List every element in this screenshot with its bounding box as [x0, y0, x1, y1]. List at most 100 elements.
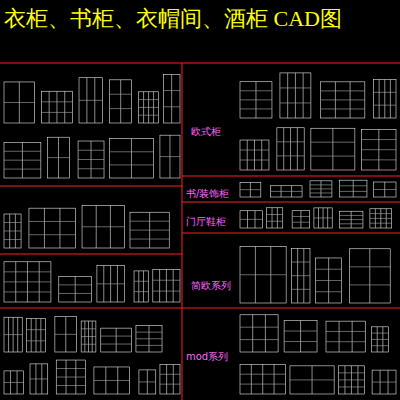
- label-holder: 简欧系列: [190, 275, 232, 293]
- cabinet-shelf: [139, 381, 156, 382]
- cabinet-shelf: [163, 106, 180, 107]
- cabinet-divider: [36, 319, 37, 352]
- cabinet-shelf: [109, 164, 153, 165]
- sheet-title: 衣柜、书柜、衣帽间、酒柜 CAD图: [4, 4, 342, 34]
- cabinet-shelf: [291, 275, 310, 276]
- cabinet-shelf: [374, 92, 396, 93]
- cabinet-drawings: [4, 73, 396, 394]
- cabinet-divider: [131, 139, 132, 178]
- cabinet-divider: [143, 271, 144, 302]
- cabinet-shelf: [130, 239, 169, 240]
- cabinet-shelf: [55, 334, 77, 335]
- cabinet-outline: [240, 82, 272, 118]
- section-label: 门厅鞋柜: [185, 216, 227, 227]
- cabinet-outline: [314, 208, 332, 228]
- cabinet-outline: [94, 367, 130, 394]
- cabinet-shelf: [78, 150, 104, 151]
- cabinet-shelf: [240, 108, 272, 109]
- cabinet-shelf: [130, 230, 169, 231]
- cabinet-shelf: [240, 99, 272, 100]
- label-holder: 门厅鞋柜: [185, 211, 227, 229]
- cabinet-divider: [353, 180, 354, 197]
- cabinet-shelf: [339, 223, 362, 224]
- cabinet-shelf: [81, 328, 96, 329]
- cabinet-shelf: [310, 188, 332, 189]
- section-label: 简欧系列: [190, 280, 232, 291]
- cabinet-shelf: [277, 155, 304, 156]
- cabinet-shelf: [134, 281, 148, 282]
- cabinet-shelf: [240, 274, 286, 275]
- cabinet-divider: [173, 269, 174, 302]
- cabinet-outline: [4, 142, 41, 178]
- cabinet-divider: [300, 211, 301, 228]
- cabinet-shelf: [240, 327, 278, 328]
- cabinet-shelf: [78, 159, 104, 160]
- cabinet-outline: [240, 140, 269, 170]
- cabinet-outline: [271, 186, 302, 197]
- cabinet-shelf: [136, 332, 162, 333]
- cabinet-shelf: [310, 192, 332, 193]
- cabinet-outline: [41, 91, 72, 123]
- cabinet-outline: [153, 269, 180, 302]
- cabinet-outline: [59, 276, 92, 302]
- cabinet-shelf: [110, 108, 132, 109]
- cabinet-shelf: [338, 386, 364, 387]
- cabinet-divider: [31, 319, 32, 352]
- cabinet-shelf: [280, 102, 311, 103]
- cabinet-shelf: [4, 291, 51, 292]
- cabinet-shelf: [240, 339, 278, 340]
- cabinet-outline: [78, 141, 104, 178]
- cabinet-shelf: [271, 191, 302, 192]
- grid-lines: [0, 63, 400, 400]
- cabinet-shelf: [4, 151, 41, 152]
- cabinet-outline: [292, 211, 310, 228]
- cabinet-shelf: [56, 385, 85, 386]
- cabinet-divider: [44, 208, 45, 248]
- cabinet-outline: [240, 182, 261, 197]
- cabinet-outline: [326, 321, 365, 352]
- cabinet-divider: [297, 128, 298, 170]
- cabinet-shelf: [41, 101, 72, 102]
- cabinet-outline: [291, 248, 310, 303]
- cabinet-divider: [384, 79, 385, 118]
- cabinet-shelf: [240, 90, 272, 91]
- cabinet-outline: [374, 79, 396, 118]
- cabinet-outline: [240, 246, 286, 303]
- cabinet-divider: [159, 269, 160, 302]
- cabinet-divider: [261, 140, 262, 170]
- cabinet-shelf: [310, 184, 332, 185]
- cabinet-shelf: [110, 94, 132, 95]
- cabinet-divider: [379, 79, 380, 118]
- cabinet-outline: [340, 180, 367, 197]
- cabinet-outline: [110, 80, 132, 123]
- cabinet-divider: [295, 73, 296, 118]
- cabinet-outline: [4, 214, 21, 248]
- cabinet-outline: [26, 319, 45, 352]
- cabinet-shelf: [26, 329, 45, 330]
- cabinet-divider: [303, 73, 304, 118]
- section-label: mod系列: [185, 351, 229, 362]
- cabinet-outline: [30, 364, 48, 394]
- cabinet-shelf: [97, 283, 124, 284]
- cabinet-shelf: [326, 331, 365, 332]
- cabinet-shelf: [321, 90, 365, 91]
- cabinet-shelf: [370, 223, 392, 224]
- cabinet-outline: [373, 182, 396, 197]
- cabinet-outline: [311, 128, 355, 170]
- cabinet-shelf: [4, 281, 51, 282]
- cabinet-shelf: [4, 230, 21, 231]
- cabinet-shelf: [370, 213, 392, 214]
- cabinet-divider: [332, 128, 333, 170]
- cabinet-divider: [390, 79, 391, 118]
- cabinet-shelf: [314, 217, 332, 218]
- cabinet-shelf: [326, 341, 365, 342]
- cabinet-shelf: [81, 336, 96, 337]
- cabinet-shelf: [340, 191, 367, 192]
- cabinet-divider: [252, 315, 253, 352]
- cabinet-shelf: [153, 280, 180, 281]
- cabinet-shelf: [4, 239, 21, 240]
- cabinet-outline: [29, 208, 75, 248]
- cabinet-outline: [290, 366, 334, 394]
- cabinet-shelf: [372, 339, 389, 340]
